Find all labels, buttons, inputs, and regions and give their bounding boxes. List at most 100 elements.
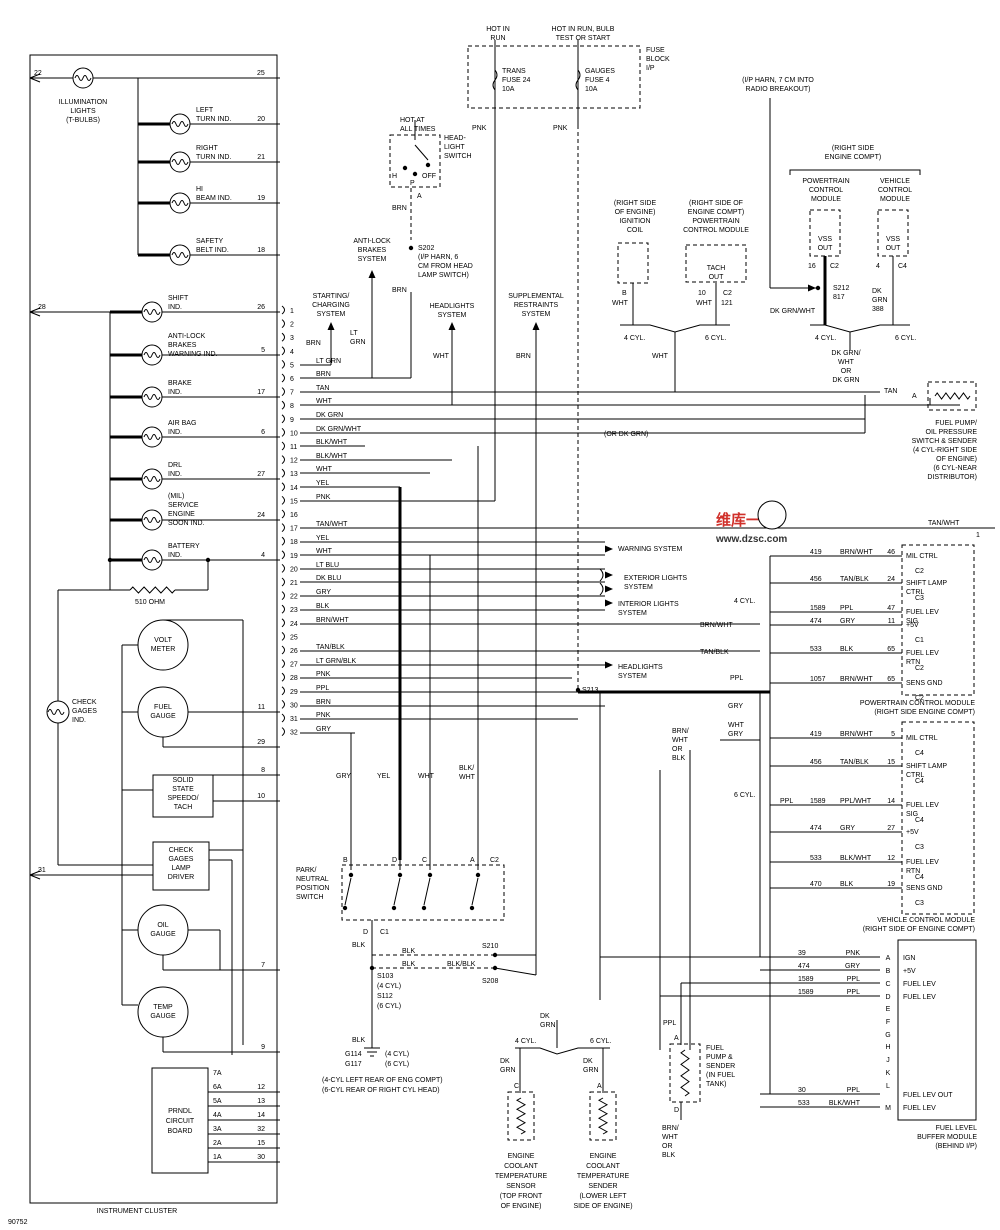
connector-pin: 1 — [290, 308, 294, 315]
anti-lock-arrow-icon — [368, 270, 376, 278]
wire-color: GRY — [728, 703, 743, 710]
circuit-number: 533 — [798, 1100, 810, 1107]
pcm-function: SIG — [906, 618, 918, 625]
pin-label: 5A — [213, 1098, 222, 1105]
speedo-label: TACH — [174, 804, 193, 811]
fuel-tank-label: PUMP & — [706, 1054, 733, 1061]
ignition-coil-box — [617, 242, 649, 284]
starting-charging-system: CHARGING — [312, 302, 350, 309]
tach-pcm-label: ENGINE COMPT) — [688, 209, 744, 216]
coolant-sensor-label: COOLANT — [504, 1163, 539, 1170]
headlights-mid-arrow-icon — [605, 661, 613, 669]
pin-label: 1 — [976, 532, 980, 539]
fuse-trans-label: TRANS — [502, 68, 526, 75]
hot-in-run-bulb-label: HOT IN RUN, BULB — [552, 26, 615, 33]
volt-meter-gauge — [137, 619, 189, 671]
vss-pcm-label: MODULE — [811, 196, 841, 203]
connector-pin: 15 — [290, 498, 298, 505]
fuse-block-label: BLOCK — [646, 56, 670, 63]
pin-label: L — [886, 1083, 890, 1090]
fuel-tank-sender-box — [669, 1043, 701, 1103]
prndl-label: PRNDL — [168, 1108, 192, 1115]
wire-color: WHT — [652, 353, 669, 360]
tach-pcm-label: CONTROL MODULE — [683, 227, 749, 234]
pcm-function: FUEL LEV — [906, 650, 939, 657]
indicator-label: DRL — [168, 462, 182, 469]
connector-label: C3 — [915, 844, 924, 851]
connector-label: C2 — [915, 695, 924, 702]
wire-color: BLK — [840, 646, 854, 653]
connector-cavity — [281, 428, 285, 437]
ground-note: (4-CYL LEFT REAR OF ENG COMPT) — [322, 1077, 443, 1084]
vss-out-label: OUT — [886, 245, 902, 252]
connector-cavity — [281, 360, 285, 369]
coolant-sensor-resistor-icon — [515, 1097, 527, 1135]
illumination-bulb-icon-filament — [74, 75, 92, 81]
connector-pin: 18 — [290, 539, 298, 546]
temp-gauge — [137, 986, 189, 1038]
wire — [29, 307, 41, 313]
headlights-system-mid: HEADLIGHTS — [618, 664, 663, 671]
connector-cavity — [281, 618, 285, 628]
pin-label: 31 — [38, 867, 46, 874]
buffer-module-title: FUEL LEVEL — [936, 1125, 977, 1132]
wire-color: YEL — [377, 773, 390, 780]
splice-s202-label: LAMP SWITCH) — [418, 272, 469, 279]
pin-label: C — [885, 981, 890, 988]
wire-color: DK — [872, 288, 882, 295]
wire-color: PNK — [316, 712, 331, 719]
connector-label: C1 — [380, 929, 389, 936]
connector-pin: 23 — [290, 607, 298, 614]
connector-pin: 27 — [290, 662, 298, 669]
circuit-number: 1589 — [810, 798, 826, 805]
pin-label: 47 — [887, 605, 895, 612]
anti-lock-system: ANTI-LOCK — [353, 238, 391, 245]
connector-pin: 31 — [290, 716, 298, 723]
pin-label: 12 — [887, 855, 895, 862]
pin-label: A — [597, 1083, 602, 1090]
wire-color: GRN — [872, 297, 888, 304]
pin-label: 21 — [257, 154, 265, 161]
pin-label: D — [885, 994, 890, 1001]
indicator-label: TURN IND. — [196, 154, 231, 161]
ignition-coil-label: COIL — [627, 227, 643, 234]
splice-dot — [469, 905, 475, 911]
connector-label: C2 — [490, 857, 499, 864]
connector-cavity — [281, 550, 285, 560]
ignition-coil-label: (RIGHT SIDE — [614, 200, 657, 207]
coolant-sensor-label: TEMPERATURE — [495, 1173, 548, 1180]
fuse-icon — [492, 69, 498, 91]
connector-cavity — [281, 468, 285, 478]
lamp-driver-label: CHECK — [169, 847, 194, 854]
supplemental-restraints-system: SUPPLEMENTAL — [508, 293, 564, 300]
pin-label: 65 — [887, 676, 895, 683]
ignition-coil-label: OF ENGINE) — [615, 209, 656, 216]
coolant-sensor-label: SENSOR — [506, 1183, 536, 1190]
oil-gauge — [137, 904, 189, 956]
fuel-pump-switch-label: OIL PRESSURE — [926, 429, 978, 436]
pn-switch-box — [341, 864, 505, 921]
lamp-driver-label: DRIVER — [168, 874, 194, 881]
pin-label: G — [885, 1032, 890, 1039]
fuse-block-box — [467, 45, 641, 109]
wire-color: WHT — [316, 398, 333, 405]
coolant-sensor-label: OF ENGINE) — [501, 1203, 542, 1210]
splice-dot — [475, 872, 481, 878]
illumination-label: ILLUMINATION — [59, 99, 108, 106]
vss-arrow-icon — [808, 284, 816, 292]
pn-switch-label: POSITION — [296, 885, 329, 892]
wire — [494, 967, 537, 976]
hot-in-run-label: HOT IN — [486, 26, 510, 33]
wire-color: 121 — [721, 300, 733, 307]
check-gages-label: IND. — [72, 717, 86, 724]
wire-color: GRY — [840, 618, 855, 625]
coolant-sender-label: (LOWER LEFT — [579, 1193, 627, 1200]
pcm-function: FUEL LEV — [906, 609, 939, 616]
wire-color: GRY — [316, 726, 331, 733]
connector-label: C4 — [915, 750, 924, 757]
speedo-label: SOLID — [172, 777, 193, 784]
ground-cyl-label: (4 CYL) — [385, 1051, 409, 1058]
ignition-coil-label: IGNITION — [619, 218, 650, 225]
wire — [29, 870, 41, 876]
connector-cavity — [281, 536, 285, 546]
